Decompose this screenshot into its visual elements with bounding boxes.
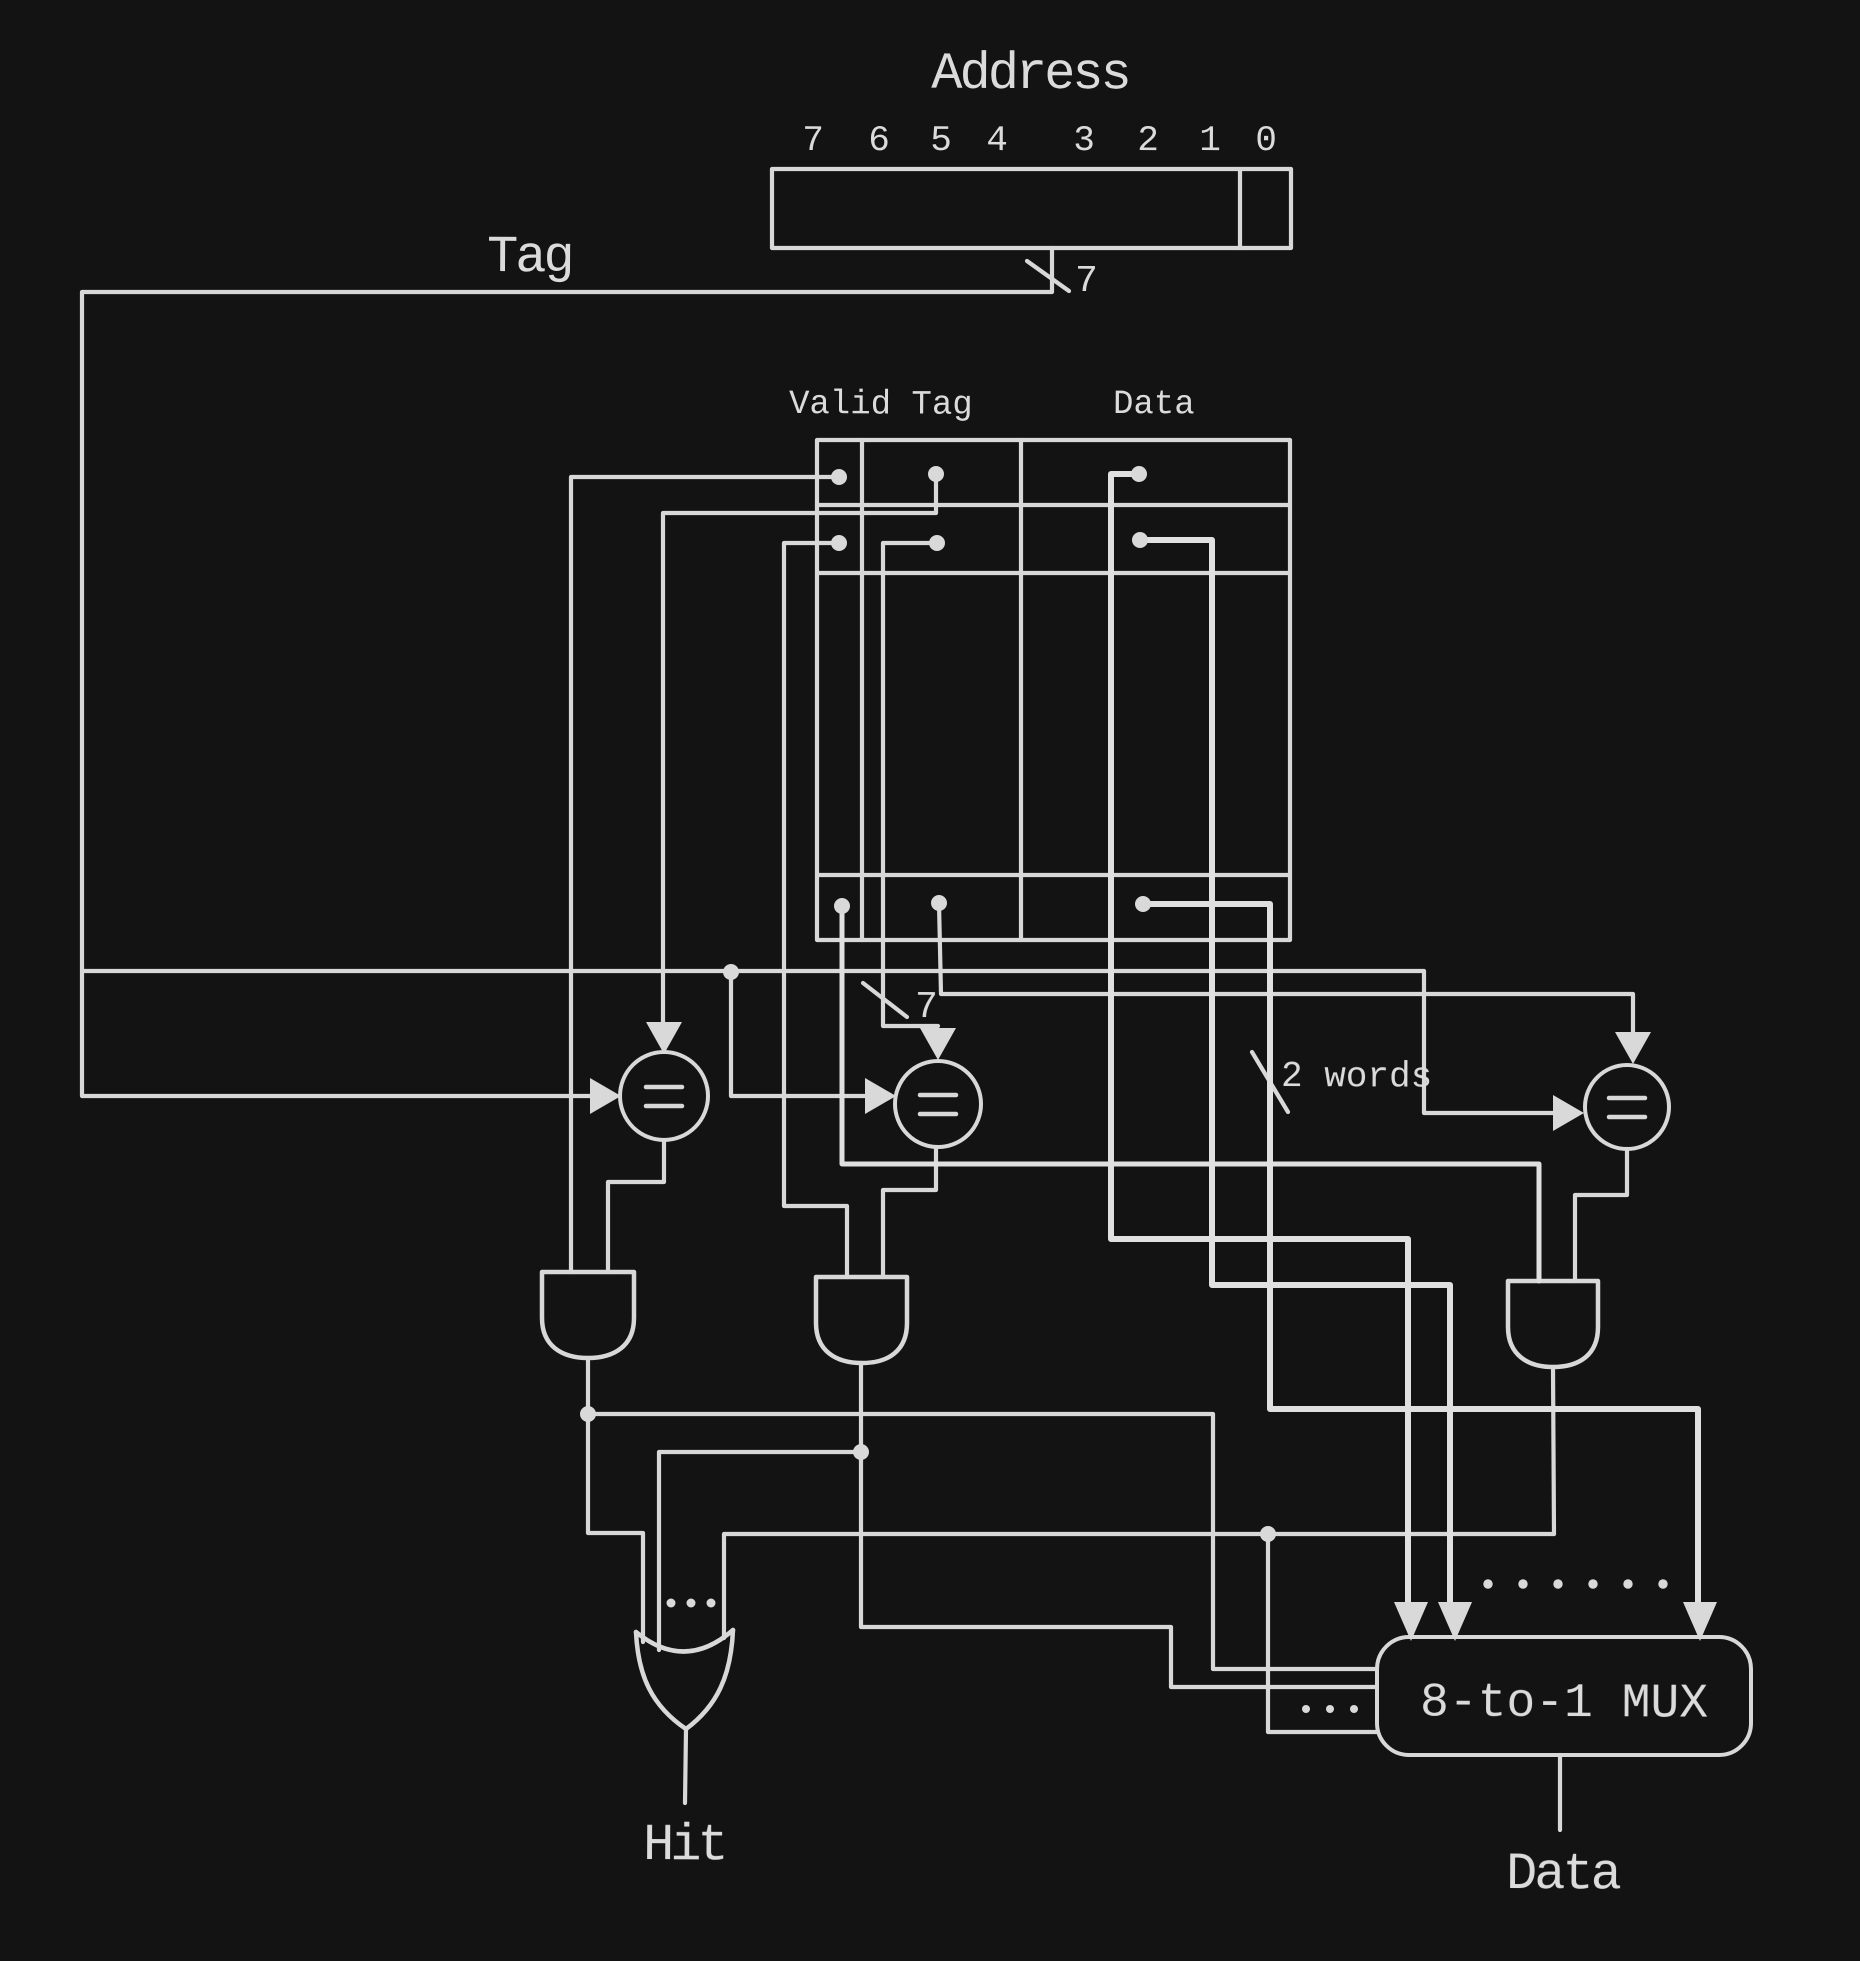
svg-text:5: 5 bbox=[930, 120, 952, 161]
svg-text:2: 2 bbox=[1137, 120, 1159, 161]
svg-text:Tag: Tag bbox=[487, 228, 572, 287]
svg-text:7: 7 bbox=[802, 120, 824, 161]
svg-text:7: 7 bbox=[915, 986, 938, 1029]
svg-text:6: 6 bbox=[868, 120, 890, 161]
svg-text:8-to-1 MUX: 8-to-1 MUX bbox=[1420, 1676, 1708, 1731]
svg-text:2 words: 2 words bbox=[1281, 1056, 1432, 1098]
svg-text:Valid Tag: Valid Tag bbox=[789, 386, 973, 425]
svg-text:Data: Data bbox=[1113, 386, 1195, 424]
svg-text:3: 3 bbox=[1073, 120, 1095, 161]
svg-text:0: 0 bbox=[1255, 120, 1277, 161]
svg-text:Address: Address bbox=[931, 45, 1129, 105]
svg-text:1: 1 bbox=[1199, 120, 1221, 161]
svg-text:7: 7 bbox=[1075, 260, 1098, 303]
svg-text:4: 4 bbox=[986, 120, 1008, 161]
svg-text:Data: Data bbox=[1506, 1845, 1621, 1904]
svg-text:Hit: Hit bbox=[643, 1816, 725, 1875]
